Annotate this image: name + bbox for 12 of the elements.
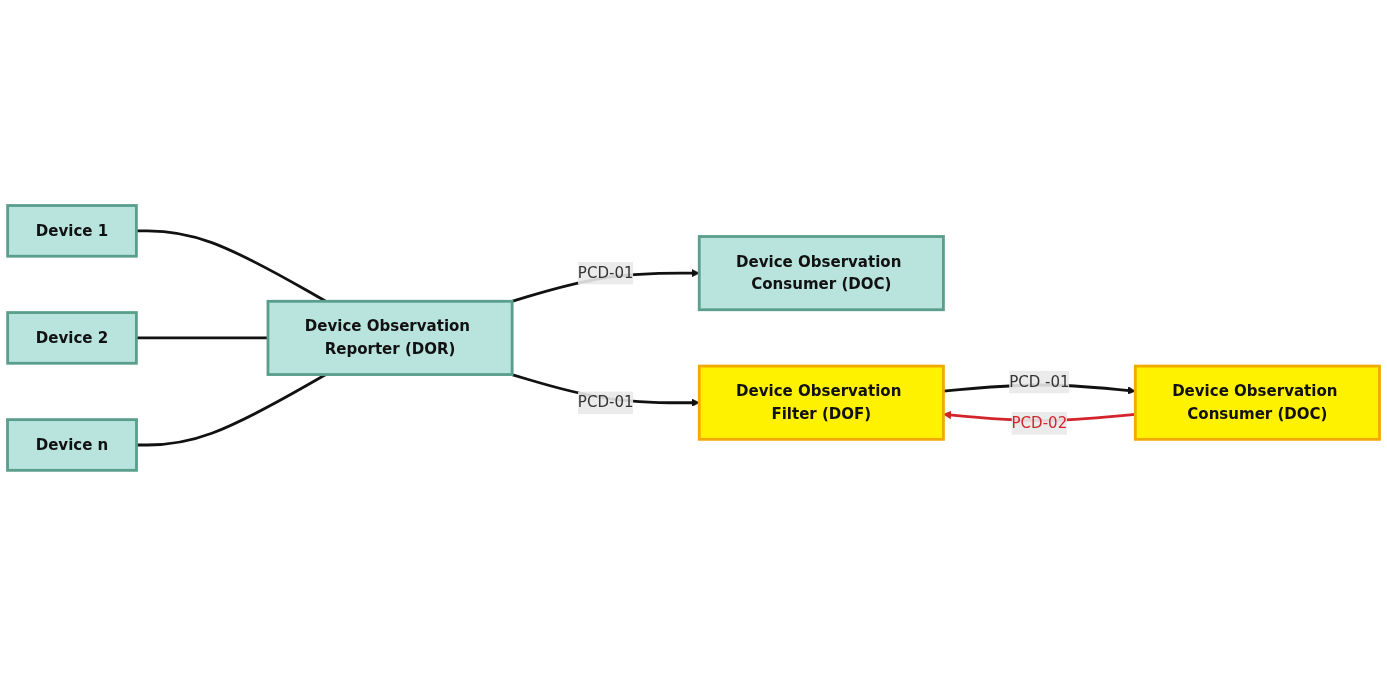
edge-label: PCD-01 — [577, 263, 634, 282]
edge-label: PCD -01 — [1009, 372, 1070, 391]
connector — [136, 336, 268, 340]
node-box: Device Observation Consumer (DOC) — [1133, 364, 1381, 441]
node-box: Device Observation Filter (DOF) — [697, 364, 945, 441]
node-box: Device 1 — [6, 204, 138, 258]
node-box: Device 2 — [6, 311, 138, 365]
node-box: Device n — [6, 418, 138, 472]
node-box: Device Observation Reporter (DOR) — [266, 299, 514, 377]
edge-label: PCD-02 — [1011, 414, 1068, 432]
edge-label: PCD-01 — [577, 393, 634, 412]
node-box: Device Observation Consumer (DOC) — [697, 235, 945, 312]
